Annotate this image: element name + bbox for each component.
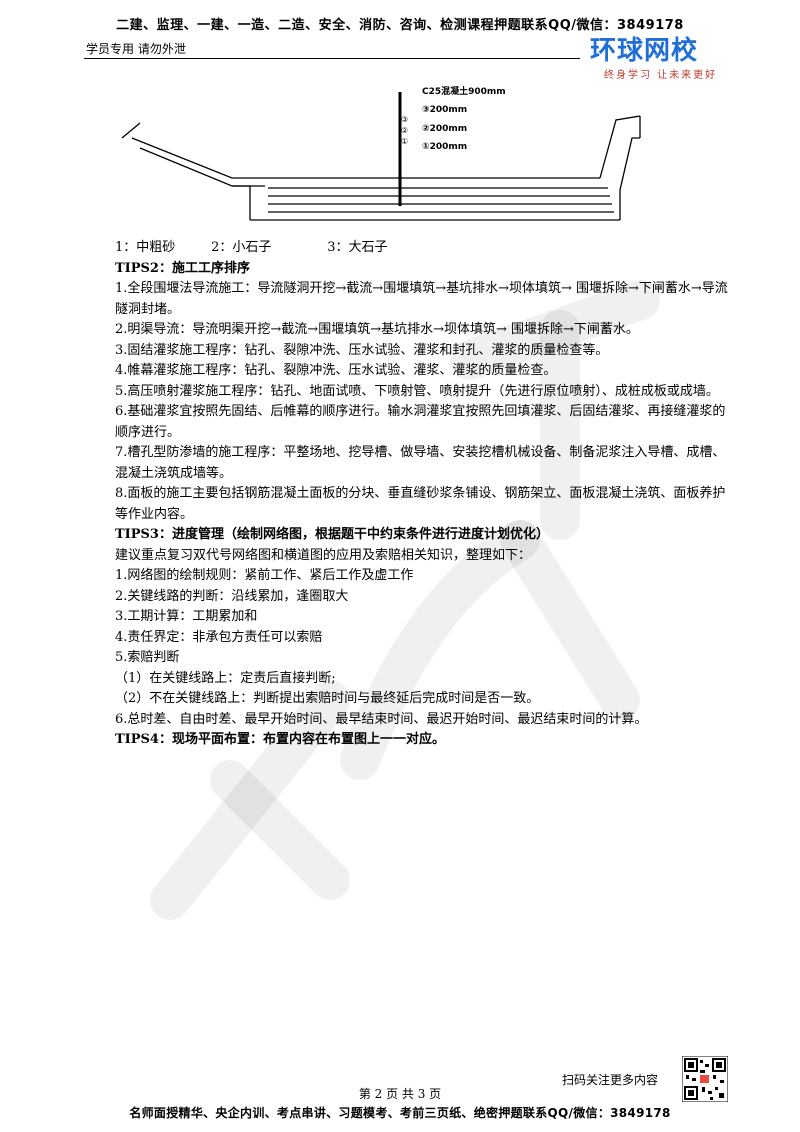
tips2-item-1: 1.全段围堰法导流施工：导流隧洞开挖→截流→围堰填筑→基坑排水→坝体填筑→ 围堰…	[115, 281, 728, 317]
tips2-item-3: 3.固结灌浆施工程序：钻孔、裂隙冲洗、压水试验、灌浆和封孔、灌浆的质量检查等。	[115, 342, 609, 358]
page-number: 第 2 页 共 3 页	[358, 1087, 442, 1101]
tips2-item-4: 4.帷幕灌浆施工程序：钻孔、裂隙冲洗、压水试验、灌浆、灌浆的质量检查。	[115, 363, 557, 378]
tips3-item-3: 3.工期计算：工期累加和	[115, 609, 258, 624]
rod-marker-2: ②	[401, 126, 408, 135]
tips2-item-5: 5.高压喷射灌浆施工程序：钻孔、地面试喷、下喷射管、喷射提升（先进行原位喷射）、…	[115, 383, 719, 399]
tips2-item-8: 8.面板的施工主要包括钢筋混凝土面板的分块、垂直缝砂浆条铺设、钢筋架立、面板混凝…	[115, 486, 726, 522]
rod-marker-3: ③	[401, 115, 408, 124]
tips2-item-6: 6.基础灌浆宜按照先固结、后帷幕的顺序进行。输水洞灌浆宜按照先回填灌浆、后固结灌…	[115, 404, 726, 440]
concrete-thickness-label: C25混凝土900mm	[422, 85, 506, 97]
tips3-item-5b: （2）不在关键线路上：判断提出索赔时间与最终延后完成时间是否一致。	[115, 691, 540, 706]
tips3-item-2: 2.关键线路的判断：沿线累加，逢圈取大	[115, 588, 349, 604]
rod-marker-1: ①	[401, 137, 408, 146]
footer-contact-line: 名师面授精华、央企内训、考点串讲、习题模考、考前三页纸、绝密押题联系QQ/微信：…	[129, 1106, 671, 1120]
tips2-item-2: 2.明渠导流：导流明渠开挖→截流→围堰填筑→基坑排水→坝体填筑→ 围堰拆除→下闸…	[115, 322, 639, 337]
diagram-legend: 1：中粗砂 2：小石子 3：大石子	[115, 238, 735, 259]
right-bank-outline	[599, 115, 641, 179]
cross-section-diagram: C25混凝土900mm ③200mm ②200mm ①200mm ③ ② ①	[121, 85, 641, 221]
logo-text: 环球网校	[590, 36, 699, 66]
tips2-heading: TIPS2：施工工序排序	[115, 260, 250, 276]
qr-code-icon[interactable]	[682, 1056, 728, 1102]
layer2-label: ②200mm	[422, 124, 467, 134]
logo-slogan: 终身学习 让未来更好	[604, 70, 718, 81]
legend-item-1: 1：中粗砂	[115, 240, 176, 255]
header-top-line: 二建、监理、一建、一造、二造、安全、消防、咨询、检测课程押题联系QQ/微信：38…	[116, 18, 684, 33]
header-divider	[84, 58, 580, 59]
tips3-item-1: 1.网络图的绘制规则：紧前工作、紧后工作及虚工作	[115, 568, 414, 583]
left-bank-upper	[131, 137, 270, 179]
left-slope-outline	[121, 122, 141, 139]
tips3-intro: 建议重点复习双代号网络图和横道图的应用及索赔相关知识，整理如下：	[115, 547, 532, 563]
tips3-item-6: 6.总时差、自由时差、最早开始时间、最早结束时间、最迟开始时间、最迟结束时间的计…	[115, 711, 648, 727]
tips4-heading: TIPS4：现场平面布置：布置内容在布置图上一一对应。	[115, 732, 445, 747]
left-bank-outline	[139, 147, 251, 220]
logo: 环球网校 终身学习 让未来更好	[590, 30, 740, 81]
tips3-heading: TIPS3：进度管理（绘制网络图，根据题干中约束条件进行进度计划优化）	[115, 527, 549, 542]
tips3-item-5: 5.索赔判断	[115, 650, 180, 665]
legend-item-2: 2：小石子	[211, 240, 272, 255]
header-left-note: 学员专用 请勿外泄	[86, 42, 186, 56]
tips3-item-4: 4.责任界定：非承包方责任可以索赔	[115, 629, 323, 645]
footer-scan-note: 扫码关注更多内容	[562, 1073, 659, 1087]
tips3-item-5a: （1）在关键线路上：定责后直接判断;	[115, 670, 336, 686]
main-content: 1：中粗砂 2：小石子 3：大石子 TIPS2：施工工序排序 1.全段围堰法导流…	[115, 238, 735, 751]
legend-item-3: 3：大石子	[327, 240, 388, 255]
right-bank-lower	[619, 137, 640, 220]
layer1-label: ①200mm	[422, 142, 467, 152]
layer3-label: ③200mm	[422, 105, 467, 115]
tips2-item-7: 7.槽孔型防渗墙的施工程序：平整场地、挖导槽、做导墙、安装挖槽机械设备、制备泥浆…	[115, 445, 726, 481]
